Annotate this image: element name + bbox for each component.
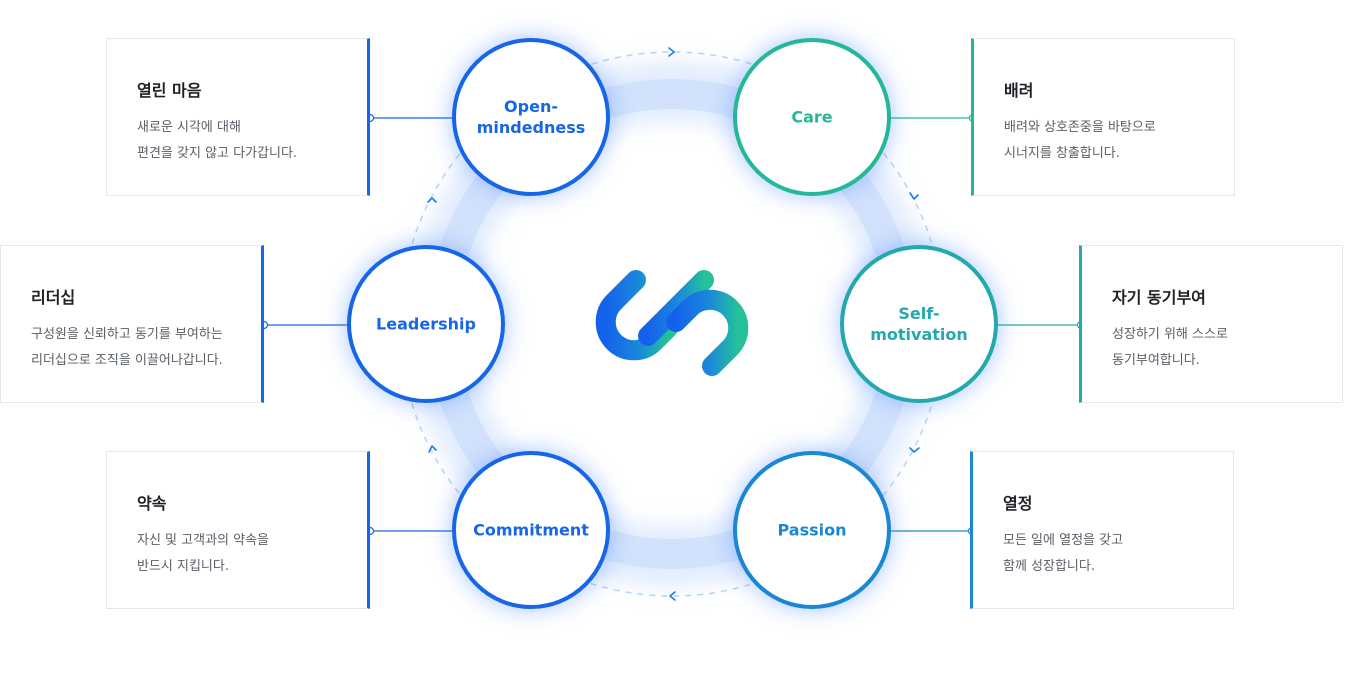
arrow-right-upper-icon: [909, 192, 919, 200]
arrow-right-lower-icon: [909, 447, 920, 453]
card-title: 열린 마음: [137, 81, 202, 100]
card-leadership: 리더십 구성원을 신뢰하고 동기를 부여하는 리더십으로 조직을 이끌어나갑니다…: [0, 245, 264, 403]
card-open-mindedness: 열린 마음 새로운 시각에 대해 편견을 갖지 않고 다가갑니다.: [106, 38, 370, 196]
arrow-left-upper-icon: [427, 197, 437, 203]
card-title: 자기 동기부여: [1112, 288, 1206, 307]
node-leadership: Leadership: [347, 245, 505, 403]
card-passion: 열정 모든 일에 열정을 갖고 함께 성장합니다.: [970, 451, 1234, 609]
node-self-motivation: Self- motivation: [840, 245, 998, 403]
card-description: 구성원을 신뢰하고 동기를 부여하는 리더십으로 조직을 이끌어나갑니다.: [31, 327, 223, 368]
node-open-mindedness: Open- mindedness: [452, 38, 610, 196]
arrow-left-lower-icon: [428, 445, 437, 453]
orbit-arrows: [427, 47, 920, 601]
node-label: Commitment: [473, 520, 589, 540]
card-title: 약속: [137, 494, 167, 513]
card-description: 배려와 상호존중을 바탕으로 시너지를 창출합니다.: [1004, 120, 1156, 161]
arrow-top-icon: [668, 47, 675, 57]
card-description: 자신 및 고객과의 약속을 반드시 지킵니다.: [137, 533, 269, 574]
node-passion: Passion: [733, 451, 891, 609]
card-description: 성장하기 위해 스스로 동기부여합니다.: [1112, 327, 1228, 368]
card-title: 배려: [1004, 81, 1034, 100]
card-title: 리더십: [31, 288, 76, 307]
card-title: 열정: [1003, 494, 1033, 513]
node-label: Open- mindedness: [476, 97, 586, 137]
card-care: 배려 배려와 상호존중을 바탕으로 시너지를 창출합니다.: [971, 38, 1235, 196]
node-label: Leadership: [376, 314, 476, 334]
card-description: 새로운 시각에 대해 편견을 갖지 않고 다가갑니다.: [137, 120, 298, 161]
card-self-motivation: 자기 동기부여 성장하기 위해 스스로 동기부여합니다.: [1079, 245, 1343, 403]
s-link-logo-icon: [595, 270, 749, 376]
card-commitment: 약속 자신 및 고객과의 약속을 반드시 지킵니다.: [106, 451, 370, 609]
card-description: 모든 일에 열정을 갖고 함께 성장합니다.: [1003, 533, 1124, 574]
node-label: Care: [791, 107, 833, 127]
arrow-bottom-icon: [669, 591, 676, 601]
node-label: Self- motivation: [870, 304, 968, 344]
node-care: Care: [733, 38, 891, 196]
node-label: Passion: [777, 520, 847, 540]
node-commitment: Commitment: [452, 451, 610, 609]
